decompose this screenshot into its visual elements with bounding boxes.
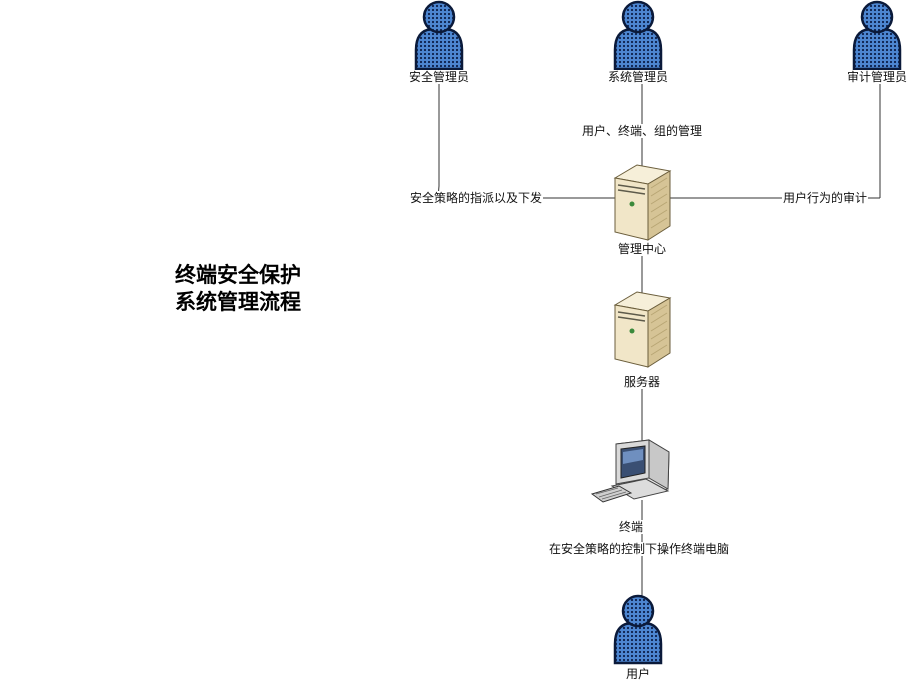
management-center-server-icon bbox=[614, 164, 671, 241]
title-line-2: 系统管理流程 bbox=[175, 290, 301, 314]
edge-label-user-terminal-group: 用户、终端、组的管理 bbox=[580, 124, 704, 138]
server-label: 服务器 bbox=[622, 375, 662, 389]
terminal-computer-icon bbox=[590, 439, 670, 503]
user-icon bbox=[613, 594, 663, 665]
server-icon bbox=[614, 291, 671, 368]
diagram-title: 终端安全保护 系统管理流程 bbox=[175, 262, 301, 316]
security-admin-label: 安全管理员 bbox=[407, 70, 471, 84]
terminal-label: 终端 bbox=[617, 520, 645, 534]
audit-admin-icon bbox=[852, 0, 902, 71]
edge-label-operate-terminal: 在安全策略的控制下操作终端电脑 bbox=[547, 542, 731, 556]
edge-label-policy-assign: 安全策略的指派以及下发 bbox=[408, 191, 544, 205]
user-label: 用户 bbox=[624, 667, 652, 681]
system-admin-icon bbox=[613, 0, 663, 71]
audit-admin-label: 审计管理员 bbox=[845, 70, 909, 84]
security-admin-icon bbox=[414, 0, 464, 71]
title-line-1: 终端安全保护 bbox=[175, 263, 301, 287]
management-center-label: 管理中心 bbox=[616, 242, 668, 256]
system-admin-label: 系统管理员 bbox=[606, 70, 670, 84]
edge-label-user-behavior-audit: 用户行为的审计 bbox=[781, 191, 869, 205]
